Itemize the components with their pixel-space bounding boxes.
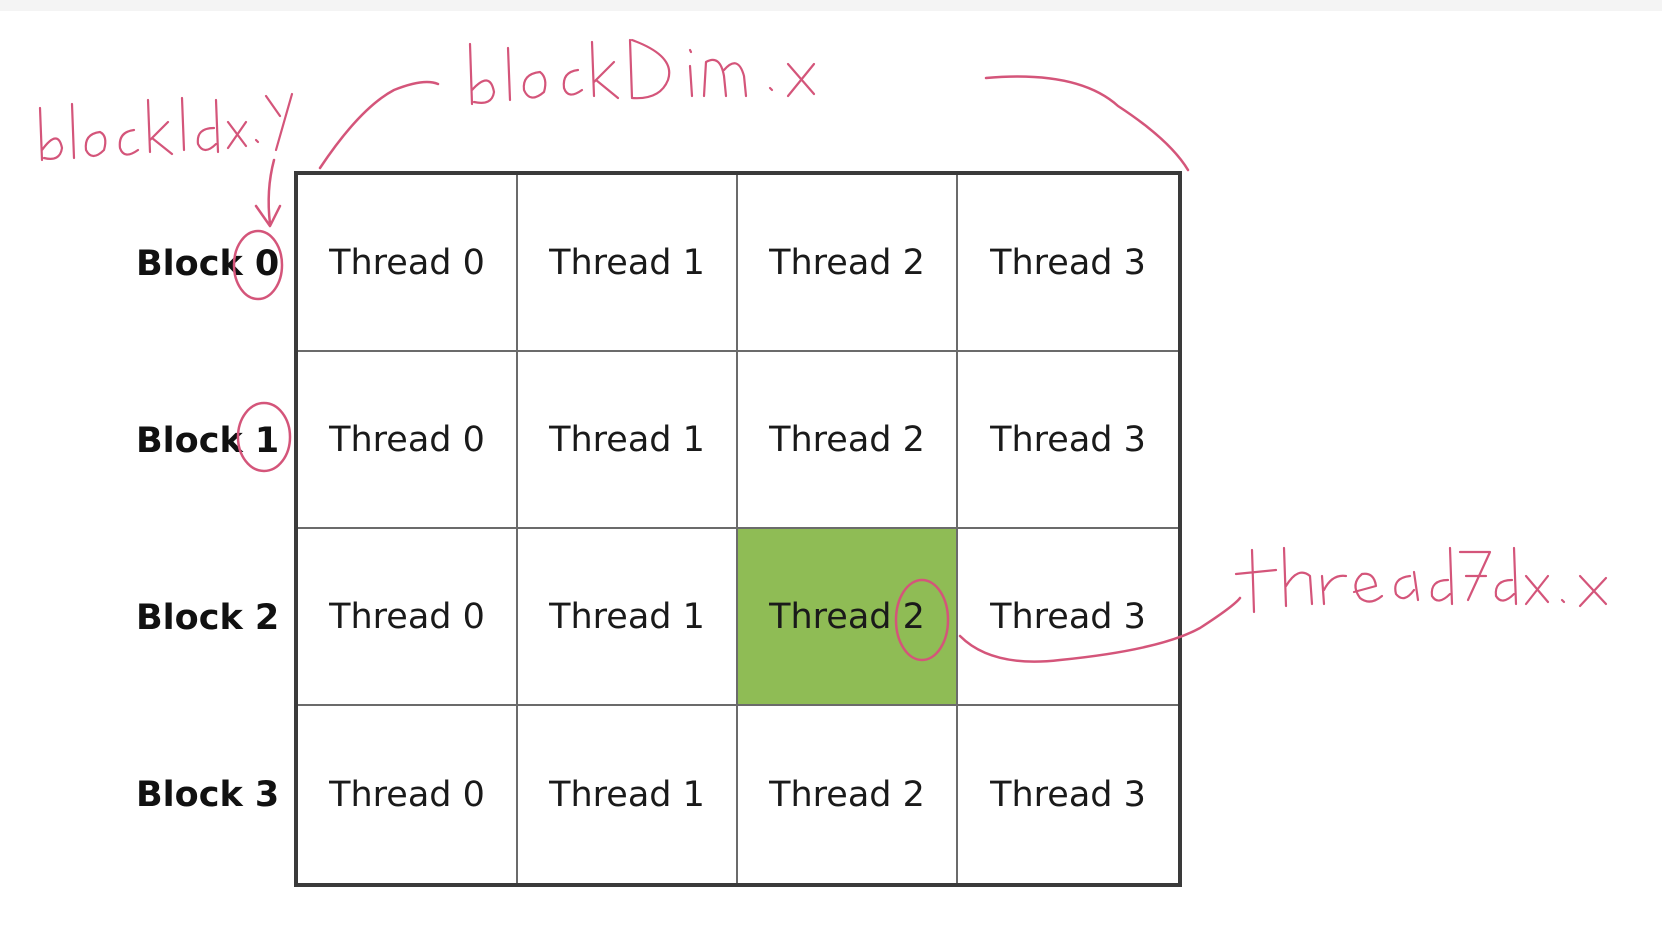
- thread-cell: Thread 0: [298, 706, 518, 883]
- thread-cell: Thread 3: [990, 774, 1146, 815]
- block-label: Block 1: [136, 420, 280, 461]
- thread-cell: Thread 1: [518, 175, 738, 352]
- thread-cell: Thread 1: [518, 352, 738, 529]
- thread-cell: Thread 2: [738, 706, 958, 883]
- thread-cell: Thread 1: [518, 706, 738, 883]
- thread-cell: Thread 1: [518, 529, 738, 706]
- thread-cell: Thread 0: [298, 529, 518, 706]
- thread-cell: Thread 2: [738, 352, 958, 529]
- top-strip: [0, 0, 1662, 11]
- block-label: Block 0: [136, 243, 280, 284]
- thread-cell: Thread 0: [298, 352, 518, 529]
- highlighted-thread-cell: Thread 2: [738, 529, 958, 706]
- block-label: Block 2: [136, 597, 280, 638]
- thread-cell: Thread 3: [958, 529, 1178, 706]
- thread-cell: Thread 2: [738, 175, 958, 352]
- thread-cell: Thread 3: [958, 175, 1178, 352]
- block-label: Block 3: [136, 774, 280, 815]
- thread-cell: Thread 0: [298, 175, 518, 352]
- thread-cell: Thread 3: [958, 352, 1178, 529]
